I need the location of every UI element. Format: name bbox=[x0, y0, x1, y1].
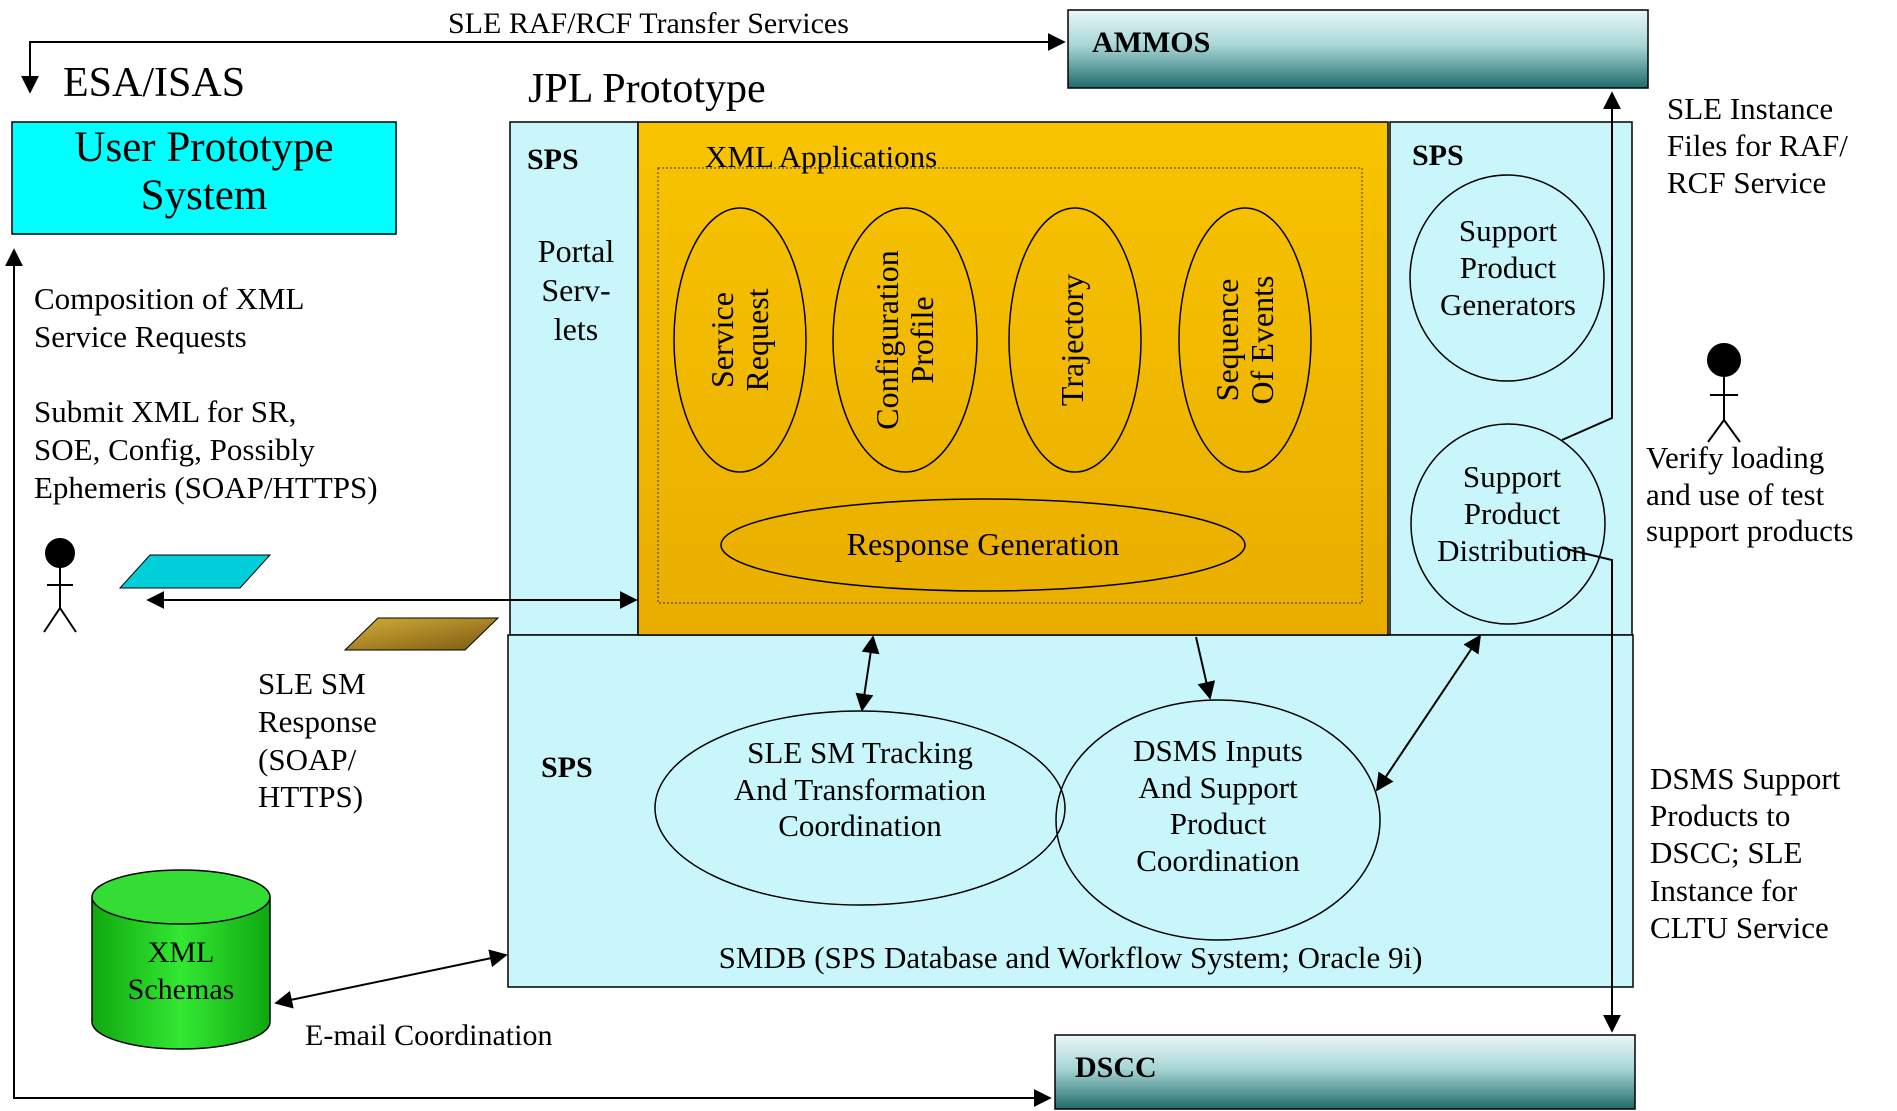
dsms-support-products-text: DSMS Support Products to DSCC; SLE Insta… bbox=[1650, 761, 1841, 945]
configuration-profile-label[interactable]: Configuration Profile bbox=[869, 250, 941, 430]
sps-bottom-label: SPS bbox=[541, 751, 593, 784]
distribution-to-dsms-arrow bbox=[1375, 634, 1482, 792]
raf-rcf-transfer-arrow bbox=[21, 33, 1066, 94]
verify-loading-text: Verify loading and use of test support p… bbox=[1646, 440, 1854, 549]
xml-applications-label: XML Applications bbox=[705, 139, 938, 174]
service-request-label[interactable]: Service Request bbox=[704, 288, 776, 392]
dscc-loop-arrow bbox=[5, 248, 1052, 1107]
trajectory-label[interactable]: Trajectory bbox=[1054, 273, 1090, 407]
esa-isas-label: ESA/ISAS bbox=[63, 60, 246, 106]
sps-left-panel bbox=[509, 121, 639, 636]
response-generation-label[interactable]: Response Generation bbox=[846, 526, 1120, 562]
distribution-to-ammos-arrow bbox=[1561, 91, 1621, 441]
dscc-title[interactable]: DSCC bbox=[1075, 1051, 1157, 1084]
top-transfer-label: SLE RAF/RCF Transfer Services bbox=[448, 7, 849, 40]
sle-sm-response-document-icon bbox=[343, 617, 500, 651]
ammos-box[interactable] bbox=[1067, 9, 1649, 89]
email-coordination-arrow bbox=[274, 949, 508, 1009]
sps-right-label: SPS bbox=[1412, 139, 1464, 172]
operator-actor-icon bbox=[1707, 343, 1741, 443]
support-product-generators-label[interactable]: Support Product Generators bbox=[1440, 213, 1576, 323]
sle-sm-tracking-label[interactable]: SLE SM Tracking And Transformation Coord… bbox=[733, 735, 987, 844]
support-product-distribution-ellipse[interactable] bbox=[1410, 423, 1606, 625]
sequence-of-events-label[interactable]: Sequence Of Events bbox=[1209, 275, 1281, 405]
xml-to-tracking-arrow bbox=[855, 635, 880, 712]
sps-right-panel bbox=[1389, 121, 1633, 636]
ammos-title[interactable]: AMMOS bbox=[1092, 26, 1211, 59]
sle-sm-response-text: SLE SM Response (SOAP/ HTTPS) bbox=[258, 666, 377, 815]
email-coordination-label: E-mail Coordination bbox=[305, 1019, 553, 1052]
submit-text: Submit XML for SR, SOE, Config, Possibly… bbox=[34, 394, 378, 505]
sps-left-label: SPS bbox=[527, 143, 579, 176]
sequence-of-events-ellipse[interactable] bbox=[1178, 207, 1312, 473]
xml-schemas-label[interactable]: XML Schemas bbox=[127, 936, 235, 1006]
sle-instance-files-text: SLE Instance Files for RAF/ RCF Service bbox=[1667, 91, 1848, 201]
xml-to-dsms-arrow bbox=[1195, 636, 1216, 700]
user-prototype-box[interactable] bbox=[11, 121, 397, 235]
support-product-generators-ellipse[interactable] bbox=[1409, 174, 1605, 382]
dsms-inputs-label[interactable]: DSMS Inputs And Support Product Coordina… bbox=[1133, 733, 1303, 878]
dscc-box[interactable] bbox=[1054, 1034, 1636, 1110]
jpl-prototype-label: JPL Prototype bbox=[528, 66, 766, 112]
support-product-distribution-label[interactable]: Support Product Distribution bbox=[1437, 459, 1587, 569]
xml-request-document-icon bbox=[118, 554, 272, 589]
portal-servlets-label[interactable]: Portal Serv- lets bbox=[537, 233, 615, 348]
user-actor-icon bbox=[43, 538, 77, 633]
dsms-inputs-ellipse[interactable] bbox=[1055, 699, 1381, 941]
smdb-label: SMDB (SPS Database and Workflow System; … bbox=[718, 940, 1423, 975]
user-prototype-system-label[interactable]: User Prototype System bbox=[74, 124, 334, 220]
composition-text: Composition of XML Service Requests bbox=[34, 281, 305, 354]
distribution-to-dscc-arrow bbox=[1561, 547, 1621, 1033]
